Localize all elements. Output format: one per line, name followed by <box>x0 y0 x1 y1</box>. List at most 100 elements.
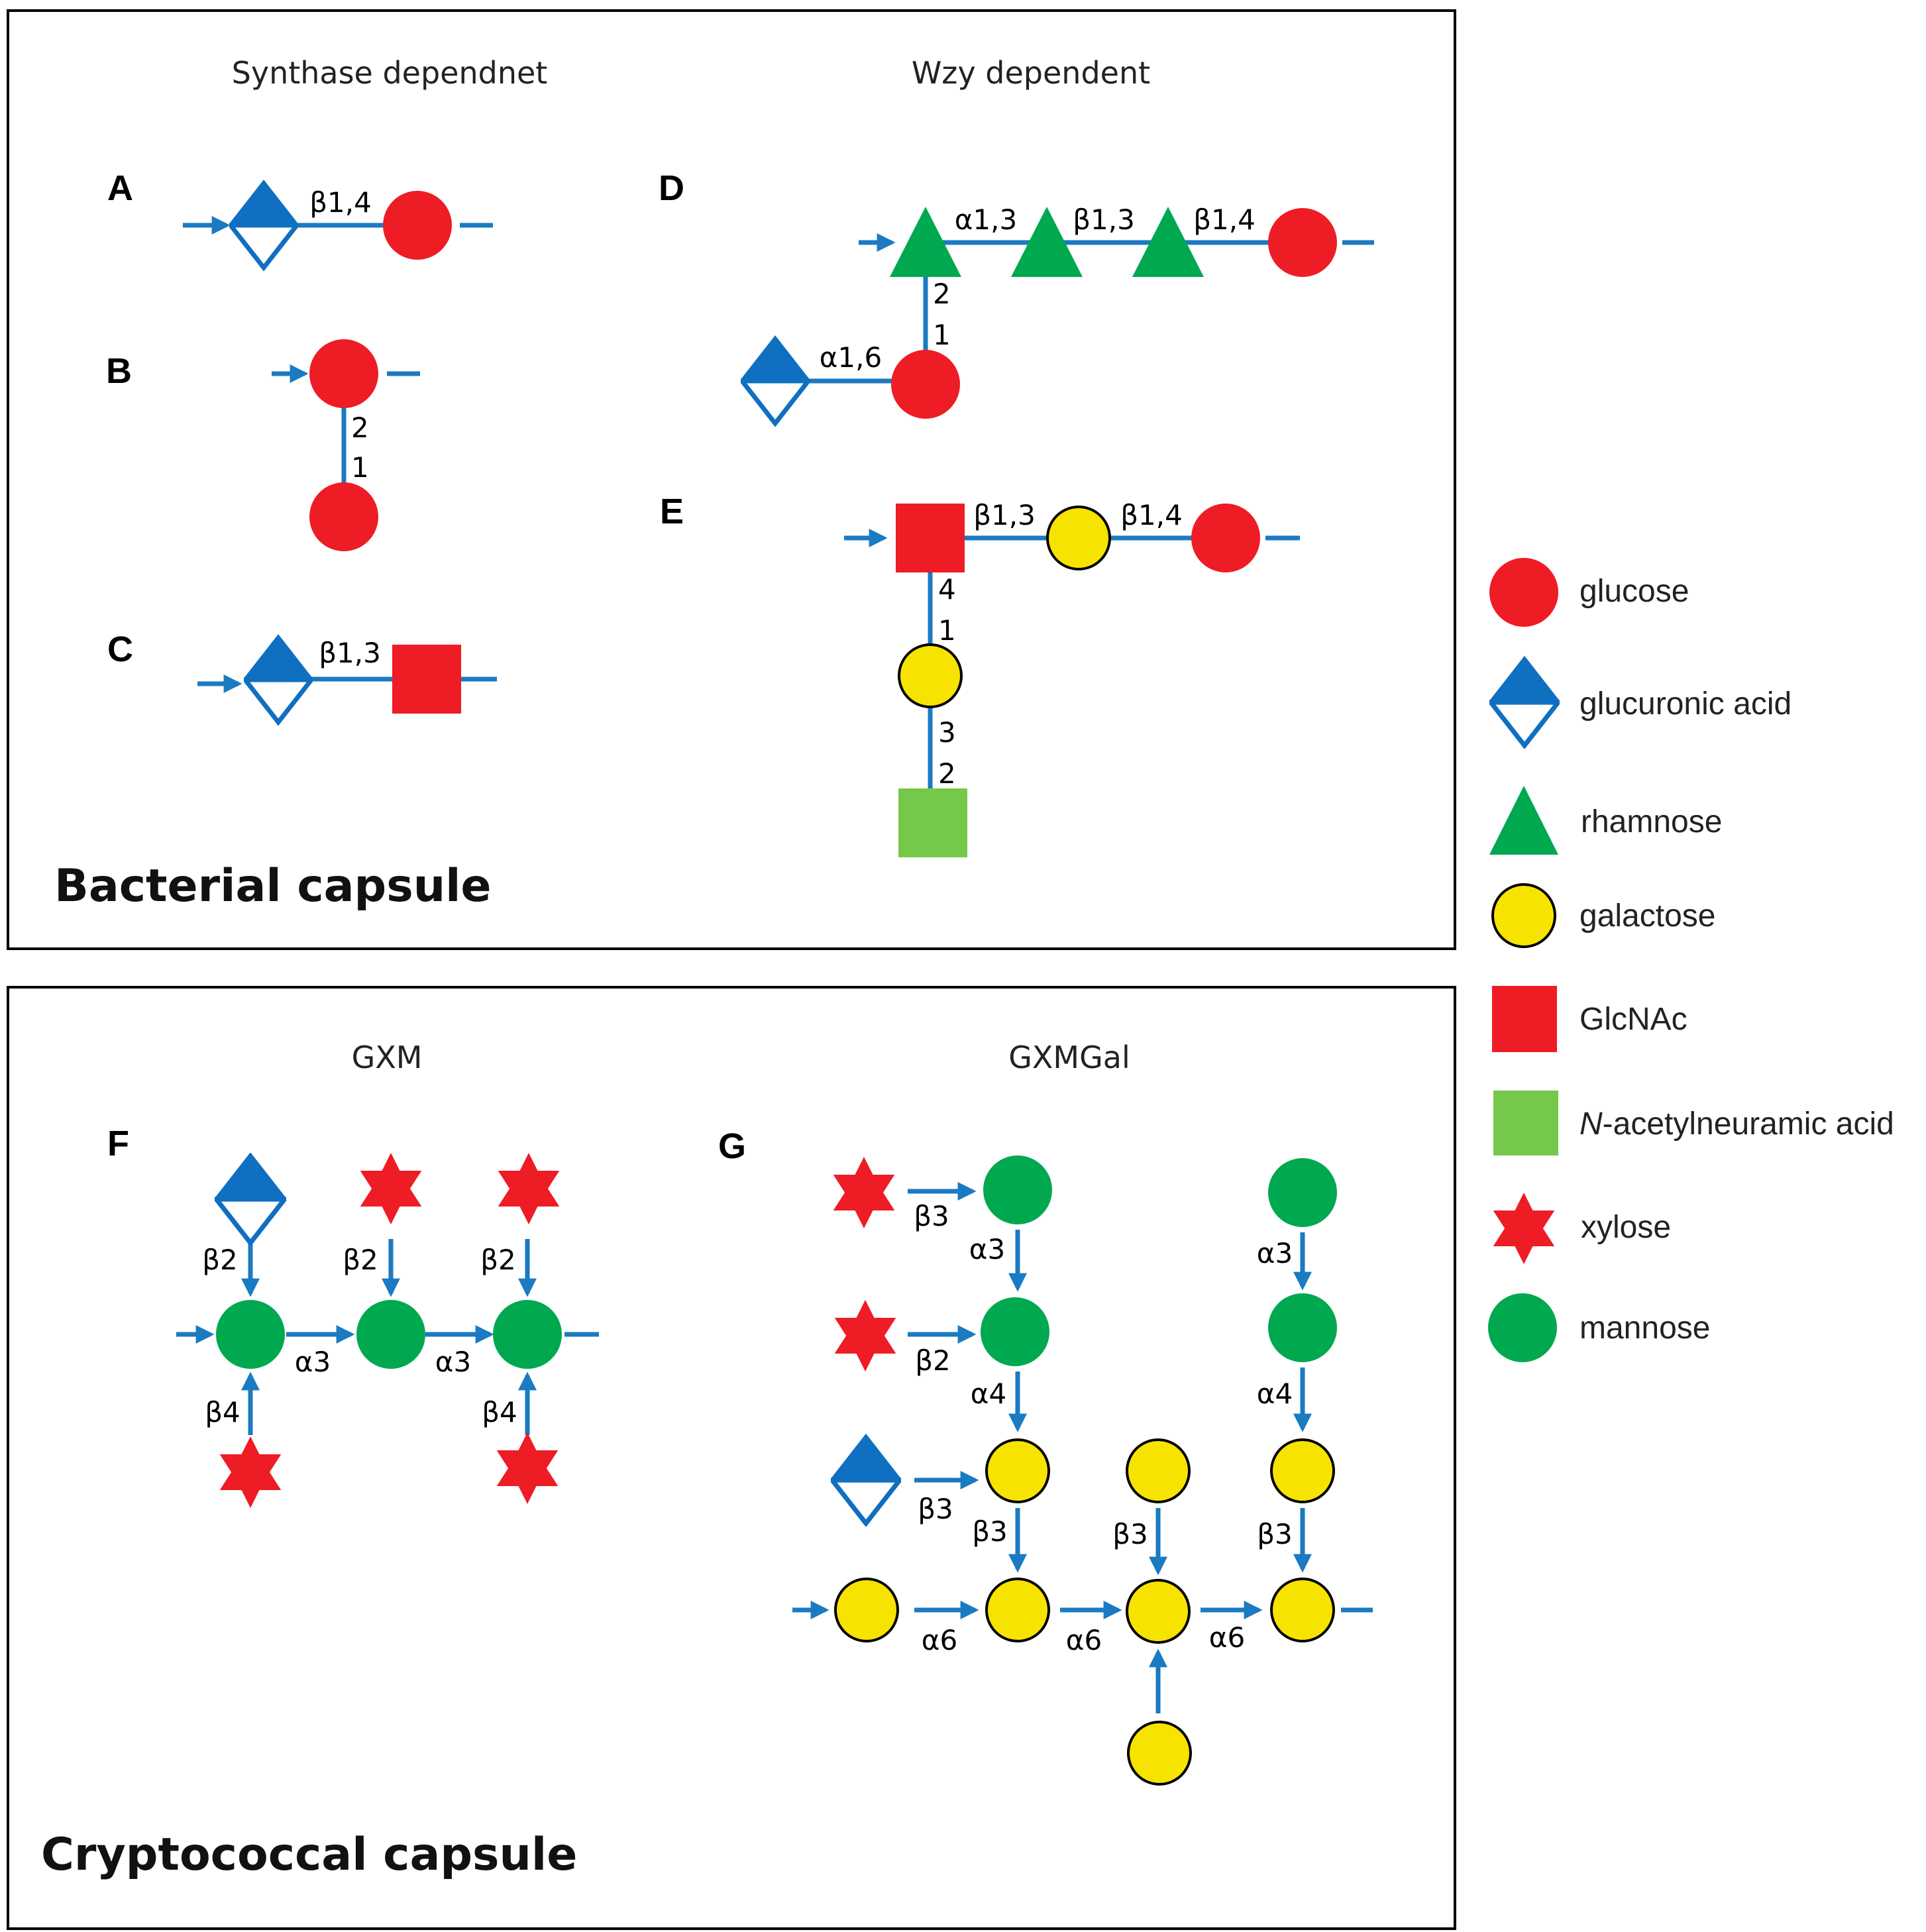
galactose-icon <box>898 643 963 708</box>
galactose-icon <box>1126 1579 1191 1644</box>
link-label: β1,4 <box>309 186 372 219</box>
galactose-icon <box>1270 1438 1335 1503</box>
glucose-icon <box>309 482 378 551</box>
glucuronic-acid-icon <box>217 1155 285 1243</box>
glucose-icon <box>1268 208 1337 277</box>
col-title-gxm: GXM <box>352 1040 423 1075</box>
link-label: α1,3 <box>955 203 1017 236</box>
legend-galactose-icon <box>1491 883 1556 948</box>
panel-label-G: G <box>718 1126 746 1166</box>
legend-label: GlcNAc <box>1579 1002 1687 1037</box>
link-label: β4 <box>482 1396 517 1428</box>
link-label: β1,3 <box>319 637 381 669</box>
legend-label: N-acetylneuramic acid <box>1579 1106 1894 1142</box>
link-label: β4 <box>205 1396 241 1428</box>
link-label: α1,6 <box>820 341 882 374</box>
link-label: α6 <box>922 1624 957 1656</box>
legend-neuraminic-acid-icon <box>1493 1091 1558 1155</box>
link-label: α4 <box>1257 1377 1293 1410</box>
rhamnose-icon <box>1132 207 1204 277</box>
mannose-icon <box>493 1300 562 1369</box>
legend-glucuronic-acid-icon <box>1491 659 1558 745</box>
galactose-icon <box>1270 1578 1335 1642</box>
link-label: β2 <box>480 1244 516 1276</box>
xylose-icon <box>496 1432 559 1504</box>
panel-label-A: A <box>107 168 133 208</box>
position-label: 2 <box>351 411 369 444</box>
link-label: β2 <box>915 1344 951 1377</box>
position-label: 4 <box>938 573 956 606</box>
cryptococcal-capsule-caption: Cryptococcal capsule <box>41 1829 577 1881</box>
link-label: β1,4 <box>1120 499 1183 531</box>
link-label: β2 <box>202 1244 238 1276</box>
glucose-icon <box>309 339 378 408</box>
bacterial-capsule-caption: Bacterial capsule <box>54 860 492 912</box>
neuraminic-acid-icon <box>898 788 967 857</box>
panel-label-C: C <box>107 629 133 669</box>
link-label: α6 <box>1209 1621 1245 1654</box>
link-label: β3 <box>972 1515 1008 1548</box>
glcnac-icon <box>896 504 965 572</box>
rhamnose-icon <box>890 207 961 277</box>
link-label: β1,3 <box>973 499 1036 531</box>
legend-rhamnose-icon <box>1489 786 1558 855</box>
legend-label: glucuronic acid <box>1579 686 1792 722</box>
mannose-icon <box>1268 1158 1337 1227</box>
galactose-icon <box>985 1438 1050 1503</box>
position-label: 1 <box>351 451 369 484</box>
xylose-icon <box>219 1436 282 1508</box>
legend-label-rest: -acetylneuramic acid <box>1603 1106 1894 1142</box>
glcnac-icon <box>392 645 461 714</box>
mannose-icon <box>981 1297 1049 1366</box>
link-label: β3 <box>1112 1518 1148 1550</box>
position-label: 2 <box>933 278 951 310</box>
legend-label: xylose <box>1581 1210 1671 1245</box>
panel-label-E: E <box>660 492 684 531</box>
mannose-icon <box>356 1300 425 1369</box>
galactose-icon <box>1127 1721 1192 1786</box>
position-label: 1 <box>933 319 951 351</box>
glucuronic-acid-icon <box>245 637 311 722</box>
link-label: α3 <box>1257 1237 1293 1269</box>
col-title-synthase: Synthase dependnet <box>232 55 548 91</box>
legend-xylose-icon <box>1493 1193 1555 1264</box>
legend: glucose glucuronic acid rhamnose galacto… <box>1488 558 1894 1362</box>
mannose-icon <box>983 1155 1052 1224</box>
panel-label-F: F <box>107 1124 129 1163</box>
galactose-icon <box>1126 1438 1191 1503</box>
galactose-icon <box>834 1578 899 1642</box>
panel-label-B: B <box>106 351 132 391</box>
galactose-icon <box>1046 506 1111 570</box>
mannose-icon <box>1268 1293 1337 1362</box>
col-title-wzy: Wzy dependent <box>912 55 1150 91</box>
link-label: α6 <box>1066 1624 1102 1656</box>
link-label: α4 <box>971 1377 1006 1410</box>
legend-label: glucose <box>1579 574 1689 609</box>
link-label: β3 <box>914 1200 949 1232</box>
position-label: 2 <box>938 757 956 790</box>
legend-glcnac-icon <box>1492 986 1557 1052</box>
legend-label: rhamnose <box>1581 804 1722 839</box>
legend-label-italic: N <box>1579 1106 1603 1142</box>
link-label: α3 <box>435 1346 471 1378</box>
legend-mannose-icon <box>1488 1293 1557 1362</box>
position-label: 3 <box>938 716 956 749</box>
link-label: β3 <box>1257 1518 1293 1550</box>
position-label: 1 <box>938 614 956 647</box>
glucose-icon <box>1191 504 1260 572</box>
glucose-icon <box>891 350 960 419</box>
glucuronic-acid-icon <box>832 1437 900 1523</box>
link-label: β1,4 <box>1193 203 1256 236</box>
legend-label: galactose <box>1579 898 1715 934</box>
col-title-gxmgal: GXMGal <box>1008 1040 1130 1075</box>
xylose-icon <box>498 1153 560 1224</box>
panel-label-D: D <box>659 168 684 208</box>
glucose-icon <box>383 191 452 260</box>
cryptococcal-capsule-frame <box>7 986 1456 1930</box>
mannose-icon <box>216 1300 285 1369</box>
xylose-icon <box>360 1153 422 1224</box>
link-label: α3 <box>969 1233 1005 1265</box>
link-label: β1,3 <box>1073 203 1135 236</box>
galactose-icon <box>985 1578 1050 1642</box>
